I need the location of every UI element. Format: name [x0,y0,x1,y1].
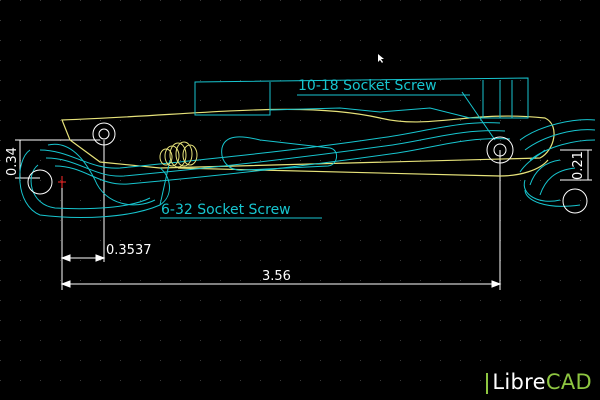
dim-small-value: 0.3537 [106,243,152,258]
hole-far-right [562,188,588,214]
dim-long-value: 3.56 [262,269,291,284]
label-socket-small: 6-32 Socket Screw [161,202,291,218]
logo-cad: CAD [545,370,592,394]
dim-height-left: 0.34 [5,147,20,176]
logo-libre: Libre [492,370,546,394]
spring-coil [159,141,198,168]
logo-bar [486,373,489,394]
red-marker [58,176,66,188]
pivot-hole-left [92,122,116,146]
hole-far-left [27,169,53,195]
holes [27,122,588,214]
part-outline [61,108,555,177]
label-socket-large: 10-18 Socket Screw [298,78,437,94]
librecad-logo: LibreCAD [486,370,592,394]
part-geometry [19,77,596,219]
mouse-cursor-icon [378,54,384,63]
dimension-lines [15,139,592,290]
pivot-hole-right [486,136,514,164]
dim-height-right: 0.21 [571,151,586,180]
